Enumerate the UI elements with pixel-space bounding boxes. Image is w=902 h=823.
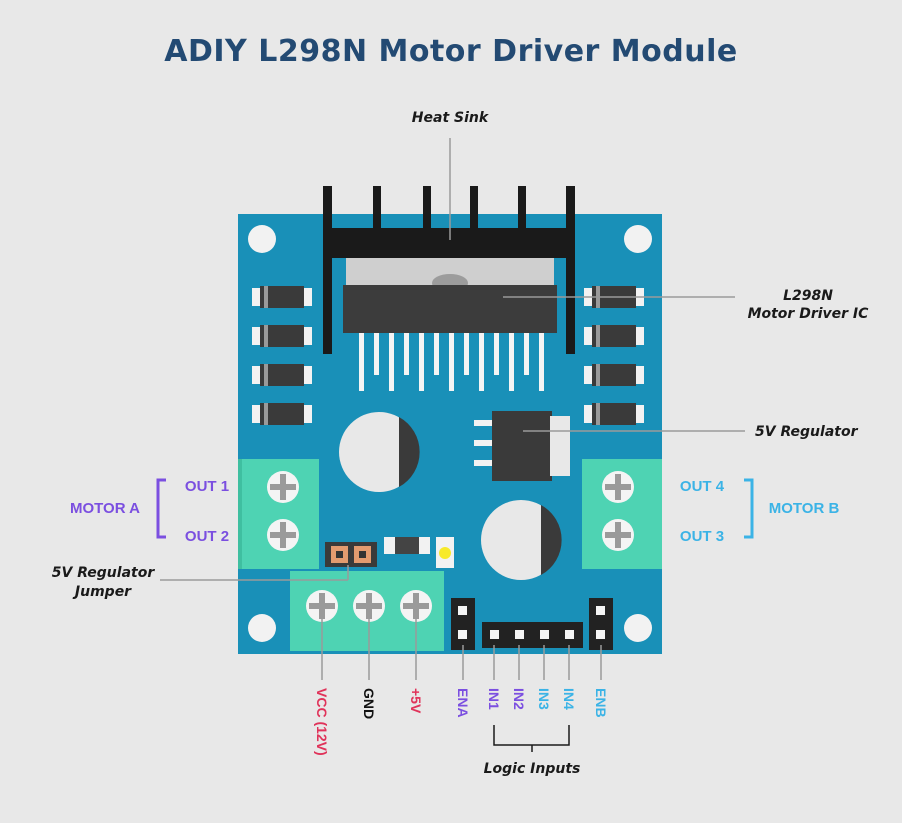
- motor-a-bracket: [156, 478, 166, 539]
- heat-sink: [323, 186, 575, 354]
- power-led: [436, 537, 454, 568]
- pin-label-5v: +5V: [408, 688, 424, 714]
- motor-b-bracket: [744, 478, 754, 539]
- mounting-hole-top-left: [248, 225, 276, 253]
- mounting-hole-top-right: [624, 225, 652, 253]
- heat-sink-label: Heat Sink: [412, 110, 490, 126]
- out4-label: OUT 4: [680, 478, 725, 495]
- out3-label: OUT 3: [680, 528, 724, 545]
- regulator-label: 5V Regulator: [755, 424, 859, 440]
- diodes-left: [252, 286, 312, 425]
- ic-label-line2: Motor Driver IC: [748, 306, 870, 322]
- capacitor-right: [481, 500, 562, 580]
- regulator-jumper: [325, 542, 377, 567]
- ic-label-line1: L298N: [783, 288, 833, 304]
- terminal-motor-b: [582, 459, 662, 569]
- pin-label-enb: ENB: [593, 688, 609, 718]
- pin-label-in3: IN3: [536, 688, 552, 710]
- mounting-hole-bottom-right: [624, 614, 652, 642]
- terminal-motor-a: [238, 459, 319, 569]
- smd-component: [384, 537, 430, 554]
- logic-inputs-bracket: [493, 725, 570, 752]
- page-title: ADIY L298N Motor Driver Module: [164, 34, 738, 69]
- header-enb: [589, 598, 613, 650]
- l298n-ic: [343, 258, 557, 391]
- pin-label-gnd: GND: [361, 688, 377, 719]
- logic-inputs-label: Logic Inputs: [484, 761, 581, 777]
- pin-label-in1: IN1: [486, 688, 502, 710]
- pin-label-vcc: VCC (12V): [314, 688, 330, 756]
- jumper-label-line2: Jumper: [72, 584, 132, 600]
- pin-label-in4: IN4: [561, 688, 577, 710]
- pin-label-ena: ENA: [455, 688, 471, 718]
- terminal-power: [290, 571, 444, 651]
- out2-label: OUT 2: [185, 528, 229, 545]
- callout-lines: [160, 138, 745, 680]
- voltage-regulator: [474, 411, 570, 481]
- header-logic-inputs: [482, 622, 583, 648]
- jumper-label-line1: 5V Regulator: [52, 565, 156, 581]
- out1-label: OUT 1: [185, 478, 229, 495]
- capacitor-left: [339, 412, 420, 492]
- header-ena: [451, 598, 475, 650]
- pin-label-in2: IN2: [511, 688, 527, 710]
- motor-a-label: MOTOR A: [70, 500, 140, 517]
- mounting-hole-bottom-left: [248, 614, 276, 642]
- motor-b-label: MOTOR B: [769, 500, 840, 517]
